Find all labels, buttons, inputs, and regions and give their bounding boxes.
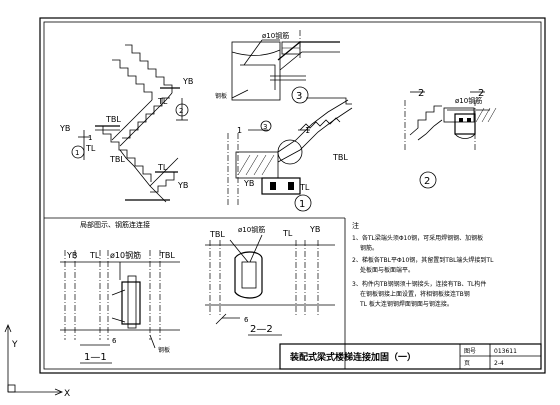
note-1b: 钢筋。 xyxy=(360,244,378,252)
sec11-plate-note: 钢板 xyxy=(158,346,170,354)
note-3: 3、构件内TB钢钢须十钢接头，连接有TB、TL构件 xyxy=(352,280,486,288)
note-2: 2、梯板各TBL平Φ10钢，其留置到TBL端头焊接到TL xyxy=(352,256,494,264)
detail-1 xyxy=(227,97,353,205)
section-2-2-title: 2—2 xyxy=(250,324,273,335)
detail-1-marker xyxy=(294,194,312,212)
sec22-tl-label: TL xyxy=(282,229,293,238)
detail1-tl-label: TL xyxy=(299,183,310,192)
cut-2-right: 2 xyxy=(478,88,484,99)
note-2b: 处板面与板面端平。 xyxy=(360,266,414,274)
stair-caption: 局部图示、钢筋连连接 xyxy=(80,220,150,229)
section-marker-2-right xyxy=(175,103,189,117)
sec22-tbl-label: TBL xyxy=(209,230,225,239)
stair-label-tbl-mid: TBL xyxy=(105,115,121,124)
stair-label-tl-top: TL xyxy=(157,97,168,106)
detail-2 xyxy=(404,91,497,150)
ucs-icon: Y X xyxy=(4,323,70,399)
cut-1-right: 1 xyxy=(305,126,310,135)
sec11-yb-label: YB xyxy=(66,251,77,260)
stair-label-tl-left: TL xyxy=(85,144,96,153)
sec11-dim-6: 6 xyxy=(112,337,117,345)
title-block-page: 2-4 xyxy=(494,360,504,367)
ucs-y-label: Y xyxy=(11,340,18,350)
title-block-title: 装配式梁式楼梯连接加固（一） xyxy=(289,351,416,363)
sec11-tl-label: TL xyxy=(89,251,100,260)
note-3c: TL 板大连钢钢焊面钢面与钢连接。 xyxy=(359,300,453,308)
detail2-rebar-label: ø10钢筋 xyxy=(455,96,482,105)
detail3-plate-note: 钢板 xyxy=(215,92,227,100)
title-block-page-label: 页 xyxy=(464,360,470,367)
detail-3-marker xyxy=(291,86,309,104)
stair-label-yb-left: YB xyxy=(59,124,70,133)
inner-border xyxy=(43,21,542,370)
section-2-2 xyxy=(205,234,335,325)
title-block-drawing-no-label: 图号 xyxy=(464,348,476,355)
stair-isometric xyxy=(78,44,188,203)
cut-2-left: 2 xyxy=(418,88,424,99)
stair-label-tbl-low: TBL xyxy=(109,155,125,164)
section-marker-1-left xyxy=(71,145,85,159)
stair-label-yb-low: YB xyxy=(177,181,188,190)
note-3b: 在钢板钢接上面设置，将相钢板接连TB钢 xyxy=(360,290,470,298)
detail-3-marker-label: 3 xyxy=(296,91,302,102)
note-1: 1、各TL梁端头须Φ10钢，可采用焊钢钢、加钢板 xyxy=(352,234,483,242)
sec22-dim-6: 6 xyxy=(244,316,249,324)
detail-2-marker xyxy=(419,171,437,189)
detail-3-callout-marker xyxy=(260,120,272,132)
detail1-yb-label: YB xyxy=(243,179,254,188)
detail1-tbl-label: TBL xyxy=(332,153,348,162)
sec11-tbl-label: TBL xyxy=(159,251,175,260)
cut-1-left: 1 xyxy=(237,126,242,135)
sec22-rebar-label: ø10钢筋 xyxy=(238,225,265,234)
section-marker-2-right-label: 2 xyxy=(179,107,183,115)
title-block xyxy=(279,343,542,370)
title-block-drawing-no: 013611 xyxy=(494,348,517,355)
detail-1-marker-label: 1 xyxy=(299,199,305,210)
detail-3-callout-label: 3 xyxy=(263,123,267,131)
section-1-1 xyxy=(60,250,180,349)
detail-2-marker-label: 2 xyxy=(424,176,430,187)
notes-block: 注 1、各TL梁端头须Φ10钢，可采用焊钢钢、加钢板 钢筋。 2、梯板各TBL平… xyxy=(352,221,494,308)
stair-label-yb-top: YB xyxy=(182,77,193,86)
section-1-1-title: 1—1 xyxy=(84,352,107,363)
sec22-yb-label: YB xyxy=(309,225,320,234)
stair-label-tl-low: TL xyxy=(157,163,168,172)
sec11-rebar-label: ø10钢筋 xyxy=(110,250,141,260)
outer-border xyxy=(39,17,546,374)
section-marker-1-left-label: 1 xyxy=(75,149,79,157)
ucs-x-label: X xyxy=(64,389,70,399)
notes-title: 注 xyxy=(352,221,359,230)
detail-3 xyxy=(231,30,340,101)
detail3-rebar-label: ø10钢筋 xyxy=(262,31,289,40)
cut-label-1-left: 1 xyxy=(88,134,92,142)
